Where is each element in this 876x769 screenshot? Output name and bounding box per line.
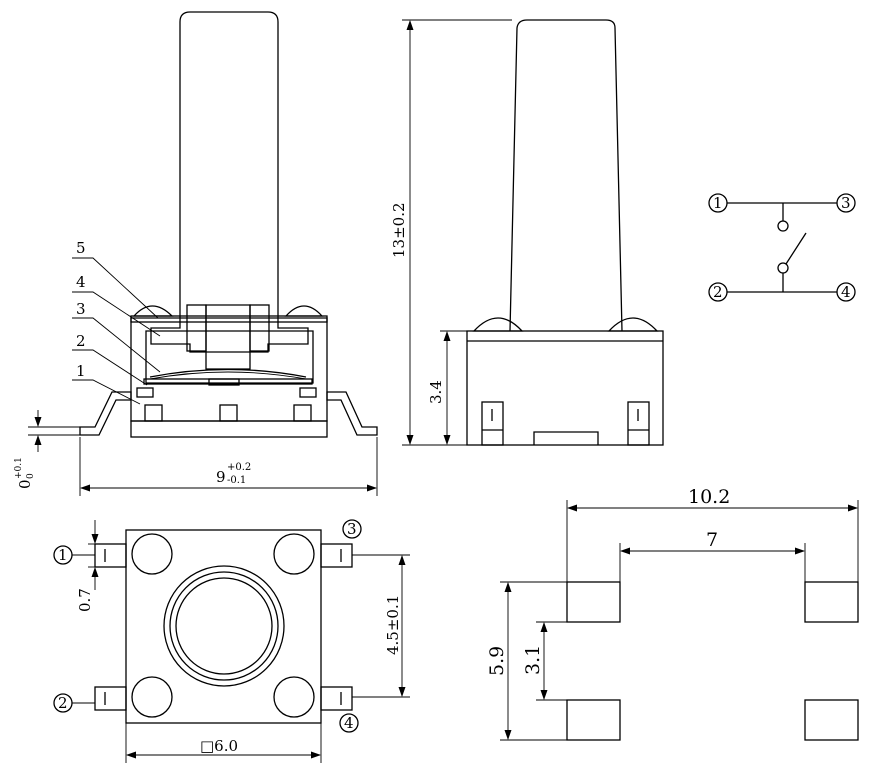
schematic-pin-3: 3 [841, 194, 851, 212]
side-actuator [509, 19, 623, 332]
part-label-3: 3 [76, 300, 86, 318]
dim-pad-inner: 7 [706, 529, 718, 551]
cross-section-view: 5 4 3 2 1 9 +0.2 -0.1 0 +0.1 0 [14, 11, 378, 496]
top-pin-1: 1 [58, 546, 68, 564]
pcb-footprint: 10.2 7 5.9 3.1 [486, 486, 859, 741]
part-label-4: 4 [76, 273, 86, 291]
housing-section [130, 317, 328, 422]
dim-lead-offset: 0 [16, 479, 34, 489]
top-pin-4: 4 [344, 714, 354, 732]
dim-lead-width: 0.7 [76, 588, 94, 612]
side-view: 13±0.2 3.4 [390, 19, 664, 446]
switch-schematic: 1 3 2 4 [708, 193, 856, 302]
schematic-pin-4: 4 [841, 283, 851, 301]
schematic-pin-2: 2 [713, 283, 723, 301]
dim-pad-outer: 10.2 [688, 486, 730, 508]
dim-pin-pitch: 4.5±0.1 [384, 595, 402, 655]
dim-body-square: □6.0 [200, 737, 238, 755]
cap-dome-left [132, 305, 174, 317]
schematic-pin-1: 1 [713, 194, 723, 212]
dim-lead-span: 9 [216, 468, 226, 486]
pad-top-right [804, 581, 859, 623]
pad-top-left [566, 581, 621, 623]
contact-dome [149, 368, 307, 378]
top-pin-3: 3 [347, 520, 357, 538]
dim-lead-span-tol-lower: -0.1 [227, 475, 246, 486]
dim-pad-height-outer: 5.9 [486, 646, 508, 676]
lead-left [79, 391, 132, 436]
cap-dome-right [284, 305, 324, 317]
dim-pad-height-inner: 3.1 [522, 645, 544, 675]
actuator-stem [150, 11, 309, 353]
dim-total-height: 13±0.2 [390, 202, 408, 258]
part-label-2: 2 [76, 332, 86, 350]
top-pin-2: 2 [58, 694, 68, 712]
dim-body-height: 3.4 [427, 380, 445, 404]
dim-lead-offset-tol-lower: 0 [26, 473, 36, 479]
top-view: 1 2 3 4 0.7 4.5±0.1 □6.0 [53, 519, 410, 763]
dim-lead-offset-tol-upper: +0.1 [14, 457, 24, 479]
pad-bottom-left [566, 699, 621, 741]
part-label-5: 5 [76, 239, 86, 257]
dim-lead-span-tol-upper: +0.2 [227, 462, 251, 473]
pad-bottom-right [804, 699, 859, 741]
lead-right [326, 391, 378, 436]
part-label-1: 1 [76, 362, 86, 380]
switch-contact-lever [785, 232, 807, 265]
